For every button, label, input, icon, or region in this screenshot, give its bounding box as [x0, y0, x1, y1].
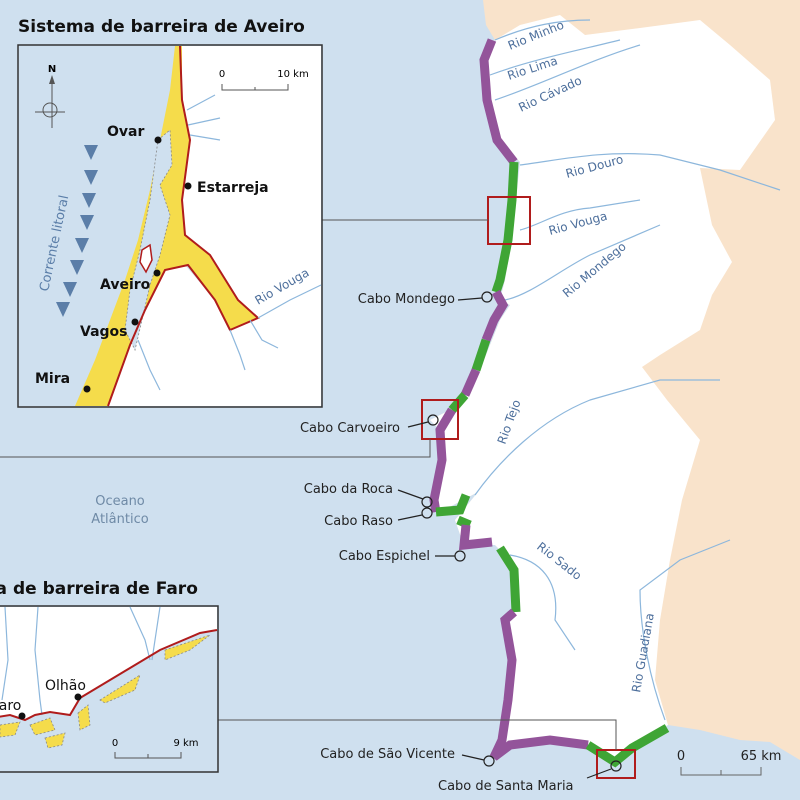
coast-erosion	[489, 608, 589, 761]
ocean-label: Oceano	[95, 494, 145, 509]
cape-label: Cabo Mondego	[358, 292, 455, 307]
town-label: Ovar	[107, 124, 144, 140]
town-label: Mira	[35, 371, 70, 387]
town-label: Vagos	[80, 324, 128, 340]
svg-text:9 km: 9 km	[173, 738, 198, 749]
town-label: Estarreja	[197, 180, 269, 196]
cape-label: Cabo de São Vicente	[320, 747, 455, 762]
svg-text:0: 0	[219, 69, 225, 80]
coast-segments	[429, 38, 670, 768]
inset-locators	[0, 196, 636, 779]
town-label: Olhão	[45, 678, 86, 694]
town-label: Aveiro	[100, 277, 151, 293]
coast-accretion	[435, 493, 472, 530]
town-label: Faro	[0, 698, 21, 714]
cape-label: Cabo Raso	[324, 514, 393, 529]
compass-rose: N	[35, 64, 65, 128]
scale-end: 65 km	[741, 749, 782, 764]
svg-text:10 km: 10 km	[277, 69, 308, 80]
ocean-label: Atlântico	[91, 512, 148, 527]
coast-erosion	[481, 289, 509, 342]
faro-inset: Sistema de barreira de Faro Faro Olhão 0…	[0, 579, 219, 773]
coast-accretion	[491, 161, 519, 294]
aveiro-scale-bar: 0 10 km	[219, 69, 309, 91]
aveiro-inset-title: Sistema de barreira de Aveiro	[18, 17, 305, 37]
svg-text:0: 0	[112, 738, 118, 749]
coast-erosion	[479, 38, 518, 165]
coast-accretion	[471, 338, 491, 372]
coast-erosion	[458, 524, 493, 551]
north-label: N	[48, 64, 56, 75]
faro-scale-bar: 0 9 km	[112, 738, 199, 759]
carvoeiro-locator-box[interactable]	[421, 399, 459, 440]
aveiro-inset: Sistema de barreira de Aveiro N 0 10 km	[17, 17, 323, 408]
scale-start: 0	[677, 749, 685, 764]
coast-erosion	[429, 407, 456, 513]
coast-erosion	[460, 368, 481, 397]
river-lines	[474, 19, 781, 721]
cape-label: Cabo Carvoeiro	[300, 421, 400, 436]
cape-markers	[397, 291, 622, 779]
cape-label: Cabo Espichel	[339, 549, 430, 564]
coast-accretion	[585, 724, 670, 768]
faro-inset-title: Sistema de barreira de Faro	[0, 579, 198, 599]
littoral-current-arrows	[56, 145, 98, 317]
main-scale-bar: 0 65 km	[677, 749, 782, 776]
cape-label: Cabo de Santa Maria	[438, 779, 574, 794]
coast-accretion	[496, 545, 521, 613]
cape-label: Cabo da Roca	[304, 482, 393, 497]
